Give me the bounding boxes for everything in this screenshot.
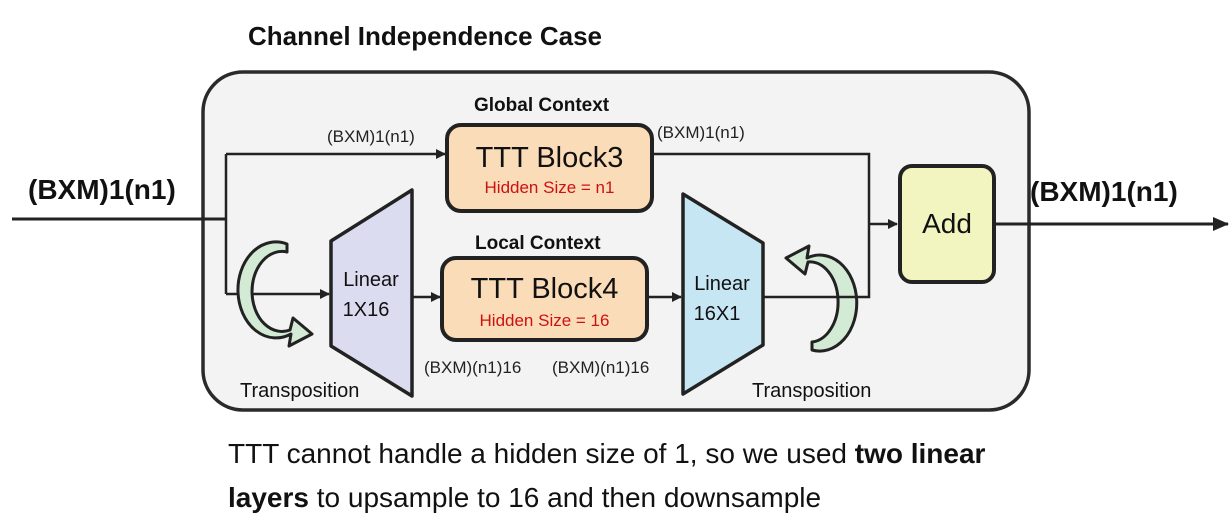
global-in-label: (BXM)1(n1) — [327, 127, 415, 146]
ttt-block3 — [445, 123, 654, 213]
caption-part2: to upsample to 16 and then downsample — [308, 482, 822, 513]
local-out-label: (BXM)(n1)16 — [552, 358, 649, 377]
ttt-block3-hidden-size: Hidden Size = n1 — [485, 178, 615, 197]
caption: TTT cannot handle a hidden size of 1, so… — [228, 432, 1028, 520]
local-context-header: Local Context — [475, 233, 601, 254]
ttt-block3-title: TTT Block3 — [476, 142, 624, 174]
transposition-left-icon — [236, 240, 314, 348]
add-label: Add — [922, 208, 972, 239]
linear-down-line2: 16X1 — [694, 303, 741, 325]
linear-up-line1: Linear — [343, 269, 399, 291]
local-in-label: (BXM)(n1)16 — [424, 358, 521, 377]
ttt-block4-title: TTT Block4 — [471, 273, 619, 305]
caption-part1: TTT cannot handle a hidden size of 1, so… — [228, 438, 855, 469]
output-label: (BXM)1(n1) — [1030, 176, 1178, 207]
input-label: (BXM)1(n1) — [28, 174, 176, 205]
transposition-right-label: Transposition — [752, 380, 871, 402]
ttt-block4 — [440, 256, 649, 342]
linear-up-line2: 1X16 — [343, 299, 390, 321]
local-output-line — [763, 224, 871, 299]
ttt-block4-hidden-size: Hidden Size = 16 — [480, 311, 610, 330]
global-context-header: Global Context — [474, 95, 610, 116]
diagram-title: Channel Independence Case — [248, 21, 602, 51]
linear-down-line1: Linear — [694, 273, 750, 295]
caption-bold: two linear layers — [228, 438, 986, 513]
linear-up-block — [329, 188, 414, 398]
linear-down-block — [681, 192, 765, 396]
transposition-right-icon — [784, 244, 859, 353]
global-out-label: (BXM)1(n1) — [657, 123, 745, 142]
transposition-left-label: Transposition — [240, 380, 359, 402]
global-output-line — [652, 152, 871, 224]
